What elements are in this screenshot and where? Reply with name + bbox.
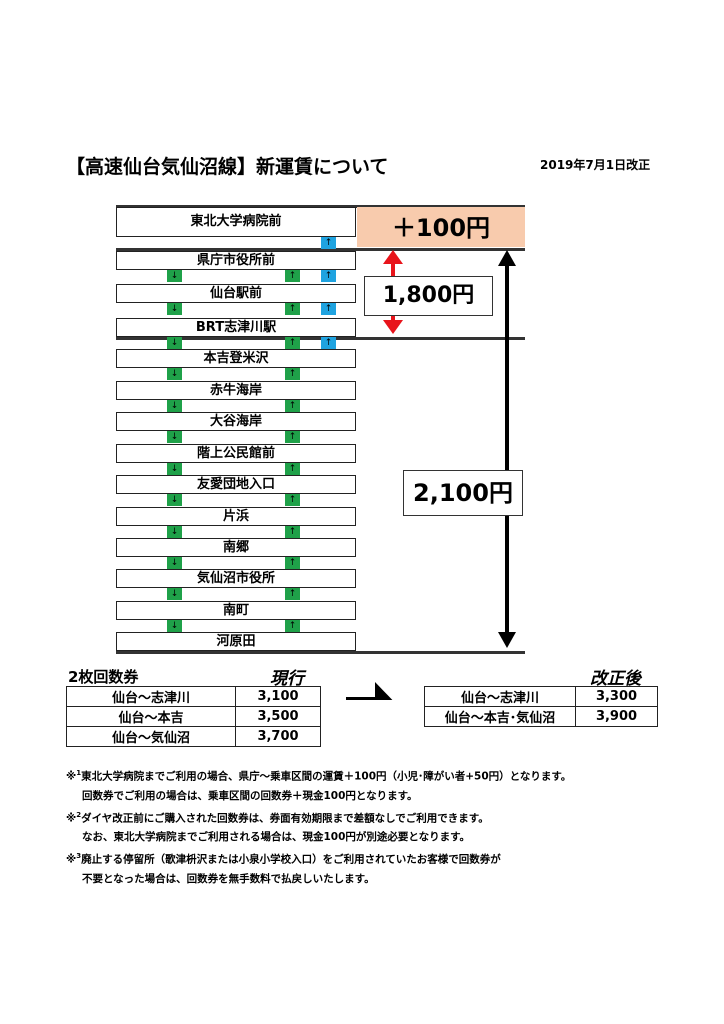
down-arrow-icon: ↓: [167, 431, 182, 443]
up-arrow-icon: ↑: [285, 620, 300, 632]
down-arrow-icon: ↓: [167, 557, 182, 569]
route: 仙台～気仙沼: [66, 726, 236, 747]
note-3: ※3廃止する停留所（歌津枡沢または小泉小学校入口）をご利用されていたお客様で回数…: [66, 852, 501, 866]
up-arrow-icon: ↑: [285, 526, 300, 538]
route-divider-line: [116, 248, 525, 251]
up-arrow-icon: ↑: [285, 588, 300, 600]
note-3-cont: 不要となった場合は、回数券を無手数料で払戻しいたします。: [82, 872, 375, 885]
down-arrow-icon: ↓: [167, 400, 182, 412]
down-arrow-icon: ↓: [167, 620, 182, 632]
coupon-label: 2枚回数券: [68, 668, 139, 686]
down-arrow-icon: ↓: [167, 303, 182, 315]
up-arrow-icon: ↑: [321, 270, 336, 282]
route: 仙台～本吉･気仙沼: [424, 706, 576, 727]
route: 仙台～本吉: [66, 706, 236, 727]
route: 仙台～志津川: [66, 686, 236, 707]
notes: ※1東北大学病院までご利用の場合、県庁～乗車区間の運賃＋100円（小児･障がい者…: [66, 764, 571, 889]
current-label: 現行: [270, 669, 304, 689]
station-box: 大谷海岸: [116, 412, 356, 431]
up-arrow-icon: ↑: [321, 337, 336, 349]
station-box: BRT志津川駅: [116, 318, 356, 337]
big-right-arrow: [346, 682, 393, 700]
price: 3,300: [575, 686, 658, 707]
note-2-cont: なお、東北大学病院までご利用される場合は、現金100円が別途必要となります。: [82, 831, 471, 843]
up-arrow-icon: ↑: [285, 337, 300, 349]
station-box: 階上公民館前: [116, 444, 356, 463]
fare-to-kesennuma: 2,100円: [403, 470, 523, 516]
up-arrow-icon: ↑: [285, 400, 300, 412]
down-arrow-icon: ↓: [167, 494, 182, 506]
route-divider-line: [116, 651, 525, 654]
revision-date: 2019年7月1日改正: [540, 158, 651, 172]
down-arrow-icon: ↓: [167, 526, 182, 538]
down-arrow-icon: ↓: [167, 337, 182, 349]
station-box: 南町: [116, 601, 356, 620]
station-box: 仙台駅前: [116, 284, 356, 303]
station-box: 赤牛海岸: [116, 381, 356, 400]
station-box: 河原田: [116, 632, 356, 651]
fare-arrows: [346, 250, 516, 700]
down-arrow-icon: ↓: [167, 368, 182, 380]
price: 3,700: [235, 726, 321, 747]
page-title: 【高速仙台気仙沼線】新運賃について: [66, 156, 389, 178]
up-arrow-icon: ↑: [285, 557, 300, 569]
hospital-extra-fare: ＋100円: [357, 207, 525, 247]
up-arrow-icon: ↑: [285, 270, 300, 282]
down-arrow-icon: ↓: [167, 463, 182, 475]
station-box: 県庁市役所前: [116, 251, 356, 270]
black-double-arrow: [498, 250, 516, 648]
route-divider-line: [116, 205, 525, 208]
note-1-cont: 回数券でご利用の場合は、乗車区間の回数券＋現金100円となります。: [82, 789, 418, 802]
note-1: ※1東北大学病院までご利用の場合、県庁～乗車区間の運賃＋100円（小児･障がい者…: [66, 769, 572, 783]
route-divider-line: [116, 337, 525, 340]
station-box: 片浜: [116, 507, 356, 526]
station-box: 南郷: [116, 538, 356, 557]
down-arrow-icon: ↓: [167, 270, 182, 282]
route: 仙台～志津川: [424, 686, 576, 707]
up-arrow-icon: ↑: [285, 303, 300, 315]
fare-sendai-shizugawa: 1,800円: [364, 276, 493, 316]
station-box: 本吉登米沢: [116, 349, 356, 368]
station-box: 友愛団地入口: [116, 475, 356, 494]
up-arrow-icon: ↑: [285, 368, 300, 380]
note-2: ※2ダイヤ改正前にご購入された回数券は、券面有効期限まで差額なしでご利用できます…: [66, 810, 489, 825]
price: 3,100: [235, 686, 321, 707]
station-box: 東北大学病院前: [116, 207, 356, 237]
up-arrow-icon: ↑: [285, 494, 300, 506]
up-arrow-icon: ↑: [321, 237, 336, 249]
price: 3,900: [575, 706, 658, 727]
up-arrow-icon: ↑: [321, 303, 336, 315]
up-arrow-icon: ↑: [285, 431, 300, 443]
down-arrow-icon: ↓: [167, 588, 182, 600]
price: 3,500: [235, 706, 321, 727]
revised-label: 改正後: [590, 669, 641, 689]
up-arrow-icon: ↑: [285, 463, 300, 475]
station-box: 気仙沼市役所: [116, 569, 356, 588]
